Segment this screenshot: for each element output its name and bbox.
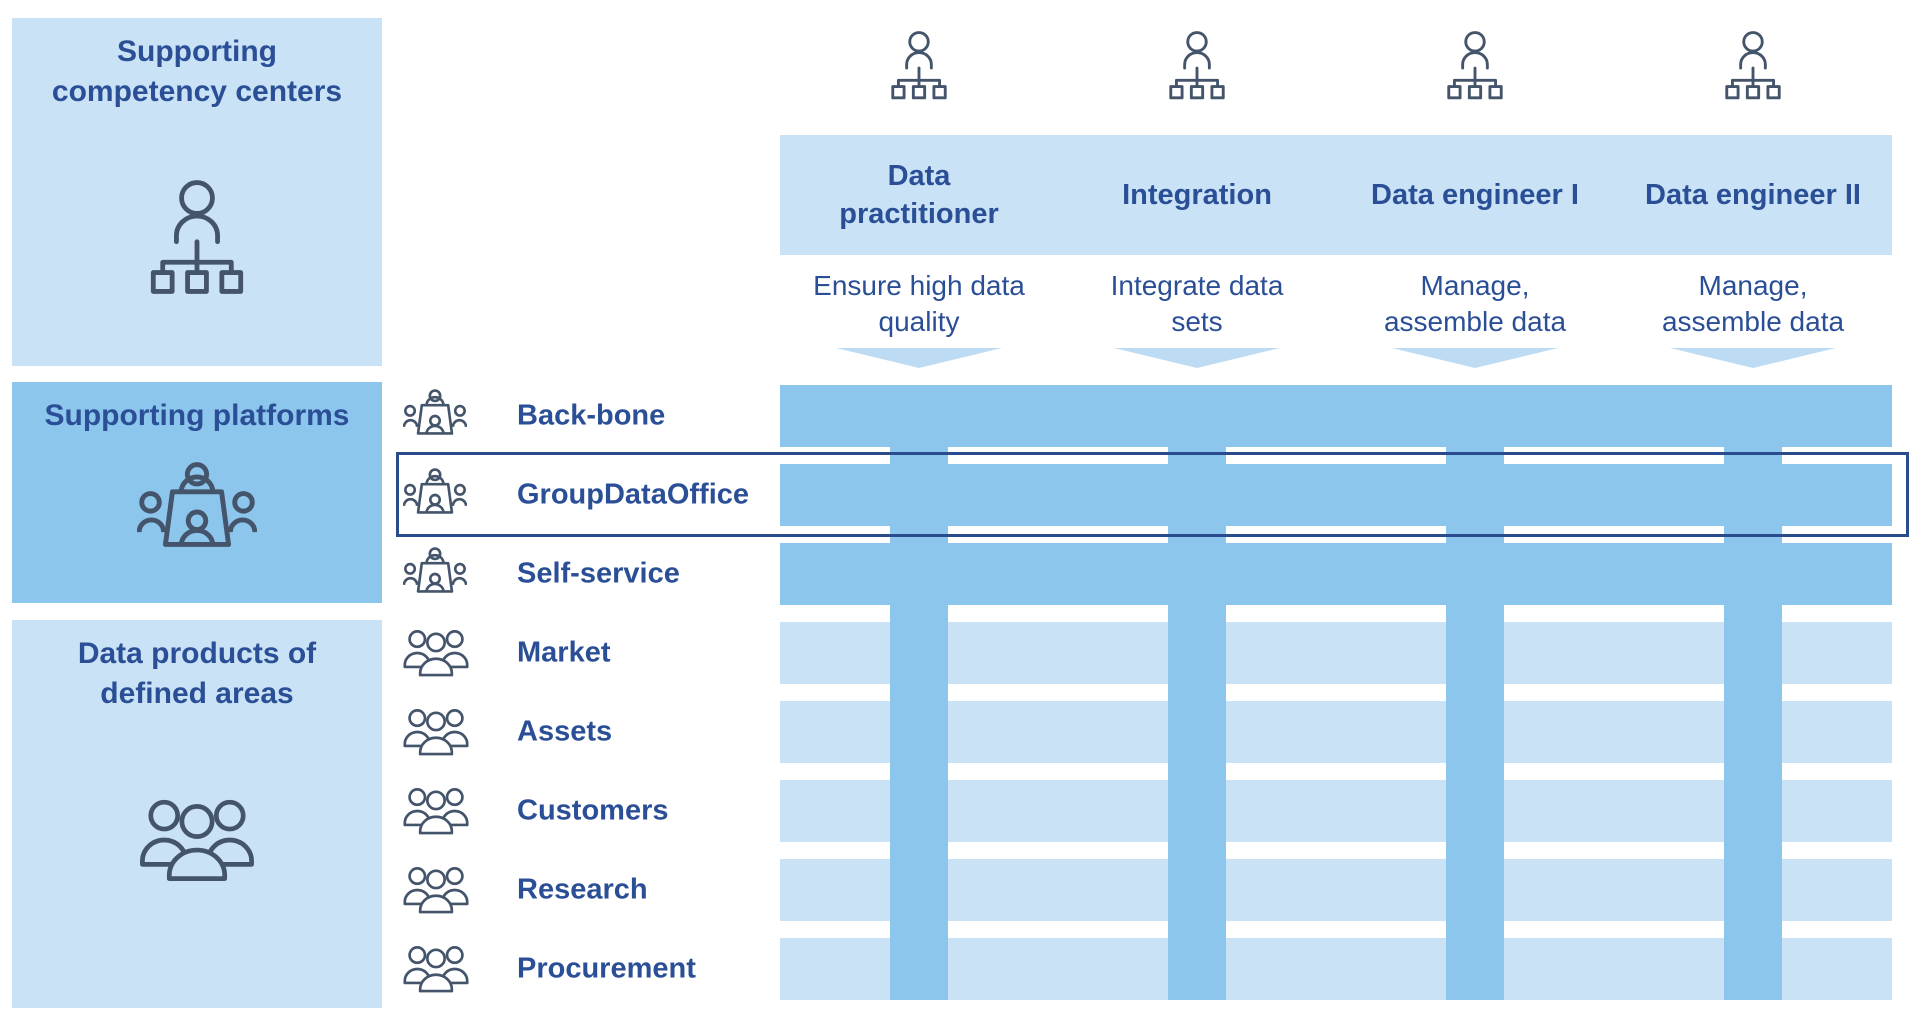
description-line: assemble data xyxy=(1383,306,1567,337)
column-icon-cell xyxy=(1614,30,1892,104)
chevron-cell xyxy=(1614,348,1892,368)
column-title-line: Data engineer I xyxy=(1371,179,1579,211)
column-icon-cell xyxy=(1058,30,1336,104)
org-chart-person-icon xyxy=(1442,31,1508,103)
row-assets: Assets xyxy=(403,701,775,763)
column-header-data-engineer-1: Data engineer I xyxy=(1336,135,1614,255)
sidebar-box-supporting-platforms: Supporting platforms xyxy=(12,382,382,603)
chevron-down-icon xyxy=(1392,348,1558,368)
matrix-row-band-back-bone xyxy=(780,385,1892,447)
column-icon-cell xyxy=(1336,30,1614,104)
matrix-row-band-customers xyxy=(780,780,1892,842)
org-chart-person-icon xyxy=(1164,31,1230,103)
meeting-table-icon xyxy=(403,389,467,443)
row-label: Research xyxy=(517,873,648,906)
description-line: Manage, xyxy=(1420,270,1530,301)
column-description: Manage, assemble data xyxy=(1614,268,1892,340)
description-line: Manage, xyxy=(1698,270,1808,301)
sidebar-box-title: Supporting competency centers xyxy=(12,18,382,112)
matrix-column-strip-data-practitioner xyxy=(890,447,948,1000)
description-line: Ensure high data xyxy=(813,270,1025,301)
matrix-column-strip-data-engineer-1 xyxy=(1446,447,1504,1000)
row-customers: Customers xyxy=(403,780,775,842)
column-description: Integrate data sets xyxy=(1058,268,1336,340)
column-description: Ensure high data quality xyxy=(780,268,1058,340)
org-chart-person-icon xyxy=(1720,31,1786,103)
chevron-down-icon xyxy=(1114,348,1280,368)
chevron-down-icon xyxy=(1670,348,1836,368)
chevrons-row xyxy=(780,348,1892,368)
row-label: GroupDataOffice xyxy=(517,478,750,511)
org-chart-person-icon xyxy=(886,31,952,103)
row-procurement: Procurement xyxy=(403,938,775,1000)
title-line: Supporting xyxy=(117,35,277,68)
matrix-row-band-research xyxy=(780,859,1892,921)
matrix-row-band-self-service xyxy=(780,543,1892,605)
people-group-icon xyxy=(403,787,469,835)
row-back-bone: Back-bone xyxy=(403,385,775,447)
meeting-table-icon xyxy=(137,462,257,562)
people-group-icon xyxy=(138,798,256,882)
chevron-cell xyxy=(780,348,1058,368)
column-header-band: Data practitioner Integration Data engin… xyxy=(780,135,1892,255)
people-group-icon xyxy=(403,866,469,914)
column-header-data-practitioner: Data practitioner xyxy=(780,135,1058,255)
matrix-column-strip-data-engineer-2 xyxy=(1724,447,1782,1000)
column-icon-cell xyxy=(780,30,1058,104)
column-header-data-engineer-2: Data engineer II xyxy=(1614,135,1892,255)
column-descriptions-row: Ensure high data quality Integrate data … xyxy=(780,268,1892,340)
row-label: Procurement xyxy=(517,952,696,985)
row-label: Self-service xyxy=(517,557,680,590)
title-line: Supporting platforms xyxy=(44,399,350,432)
sidebar-box-supporting-competency-centers: Supporting competency centers xyxy=(12,18,382,366)
column-title-line: practitioner xyxy=(839,198,999,230)
column-title-line: Data xyxy=(887,160,951,192)
meeting-table-icon xyxy=(403,547,467,601)
people-group-icon xyxy=(403,708,469,756)
row-label: Assets xyxy=(517,715,613,748)
matrix-column-strip-integration xyxy=(1168,447,1226,1000)
column-icons-row xyxy=(780,30,1892,104)
chevron-cell xyxy=(1336,348,1614,368)
matrix-area xyxy=(780,385,1892,1000)
column-title-line: Data engineer II xyxy=(1645,179,1861,211)
row-label: Customers xyxy=(517,794,669,827)
people-group-icon xyxy=(403,945,469,993)
row-research: Research xyxy=(403,859,775,921)
description-line: assemble data xyxy=(1661,306,1845,337)
people-group-icon xyxy=(403,629,469,677)
title-line: competency centers xyxy=(51,75,343,108)
row-market: Market xyxy=(403,622,775,684)
groupdataoffice-highlight-border xyxy=(396,452,1909,537)
matrix-row-band-procurement xyxy=(780,938,1892,1000)
column-description: Manage, assemble data xyxy=(1336,268,1614,340)
chevron-cell xyxy=(1058,348,1336,368)
row-self-service: Self-service xyxy=(403,543,775,605)
matrix-row-band-assets xyxy=(780,701,1892,763)
sidebar-box-data-products: Data products of defined areas xyxy=(12,620,382,1008)
description-line: sets xyxy=(1171,306,1223,337)
sidebar-box-title: Supporting platforms xyxy=(12,382,382,436)
title-line: defined areas xyxy=(100,677,294,710)
column-title-line: Integration xyxy=(1122,179,1272,211)
sidebar-box-title: Data products of defined areas xyxy=(12,620,382,714)
chevron-down-icon xyxy=(836,348,1002,368)
description-line: quality xyxy=(878,306,960,337)
title-line: Data products of xyxy=(77,637,317,670)
row-label: Back-bone xyxy=(517,399,666,432)
org-chart-person-icon xyxy=(142,180,252,300)
matrix-row-band-market xyxy=(780,622,1892,684)
description-line: Integrate data xyxy=(1110,270,1284,301)
row-label: Market xyxy=(517,636,611,669)
matrix-row-band-groupdataoffice xyxy=(780,464,1892,526)
row-groupdataoffice: GroupDataOffice xyxy=(403,464,775,526)
column-header-integration: Integration xyxy=(1058,135,1336,255)
